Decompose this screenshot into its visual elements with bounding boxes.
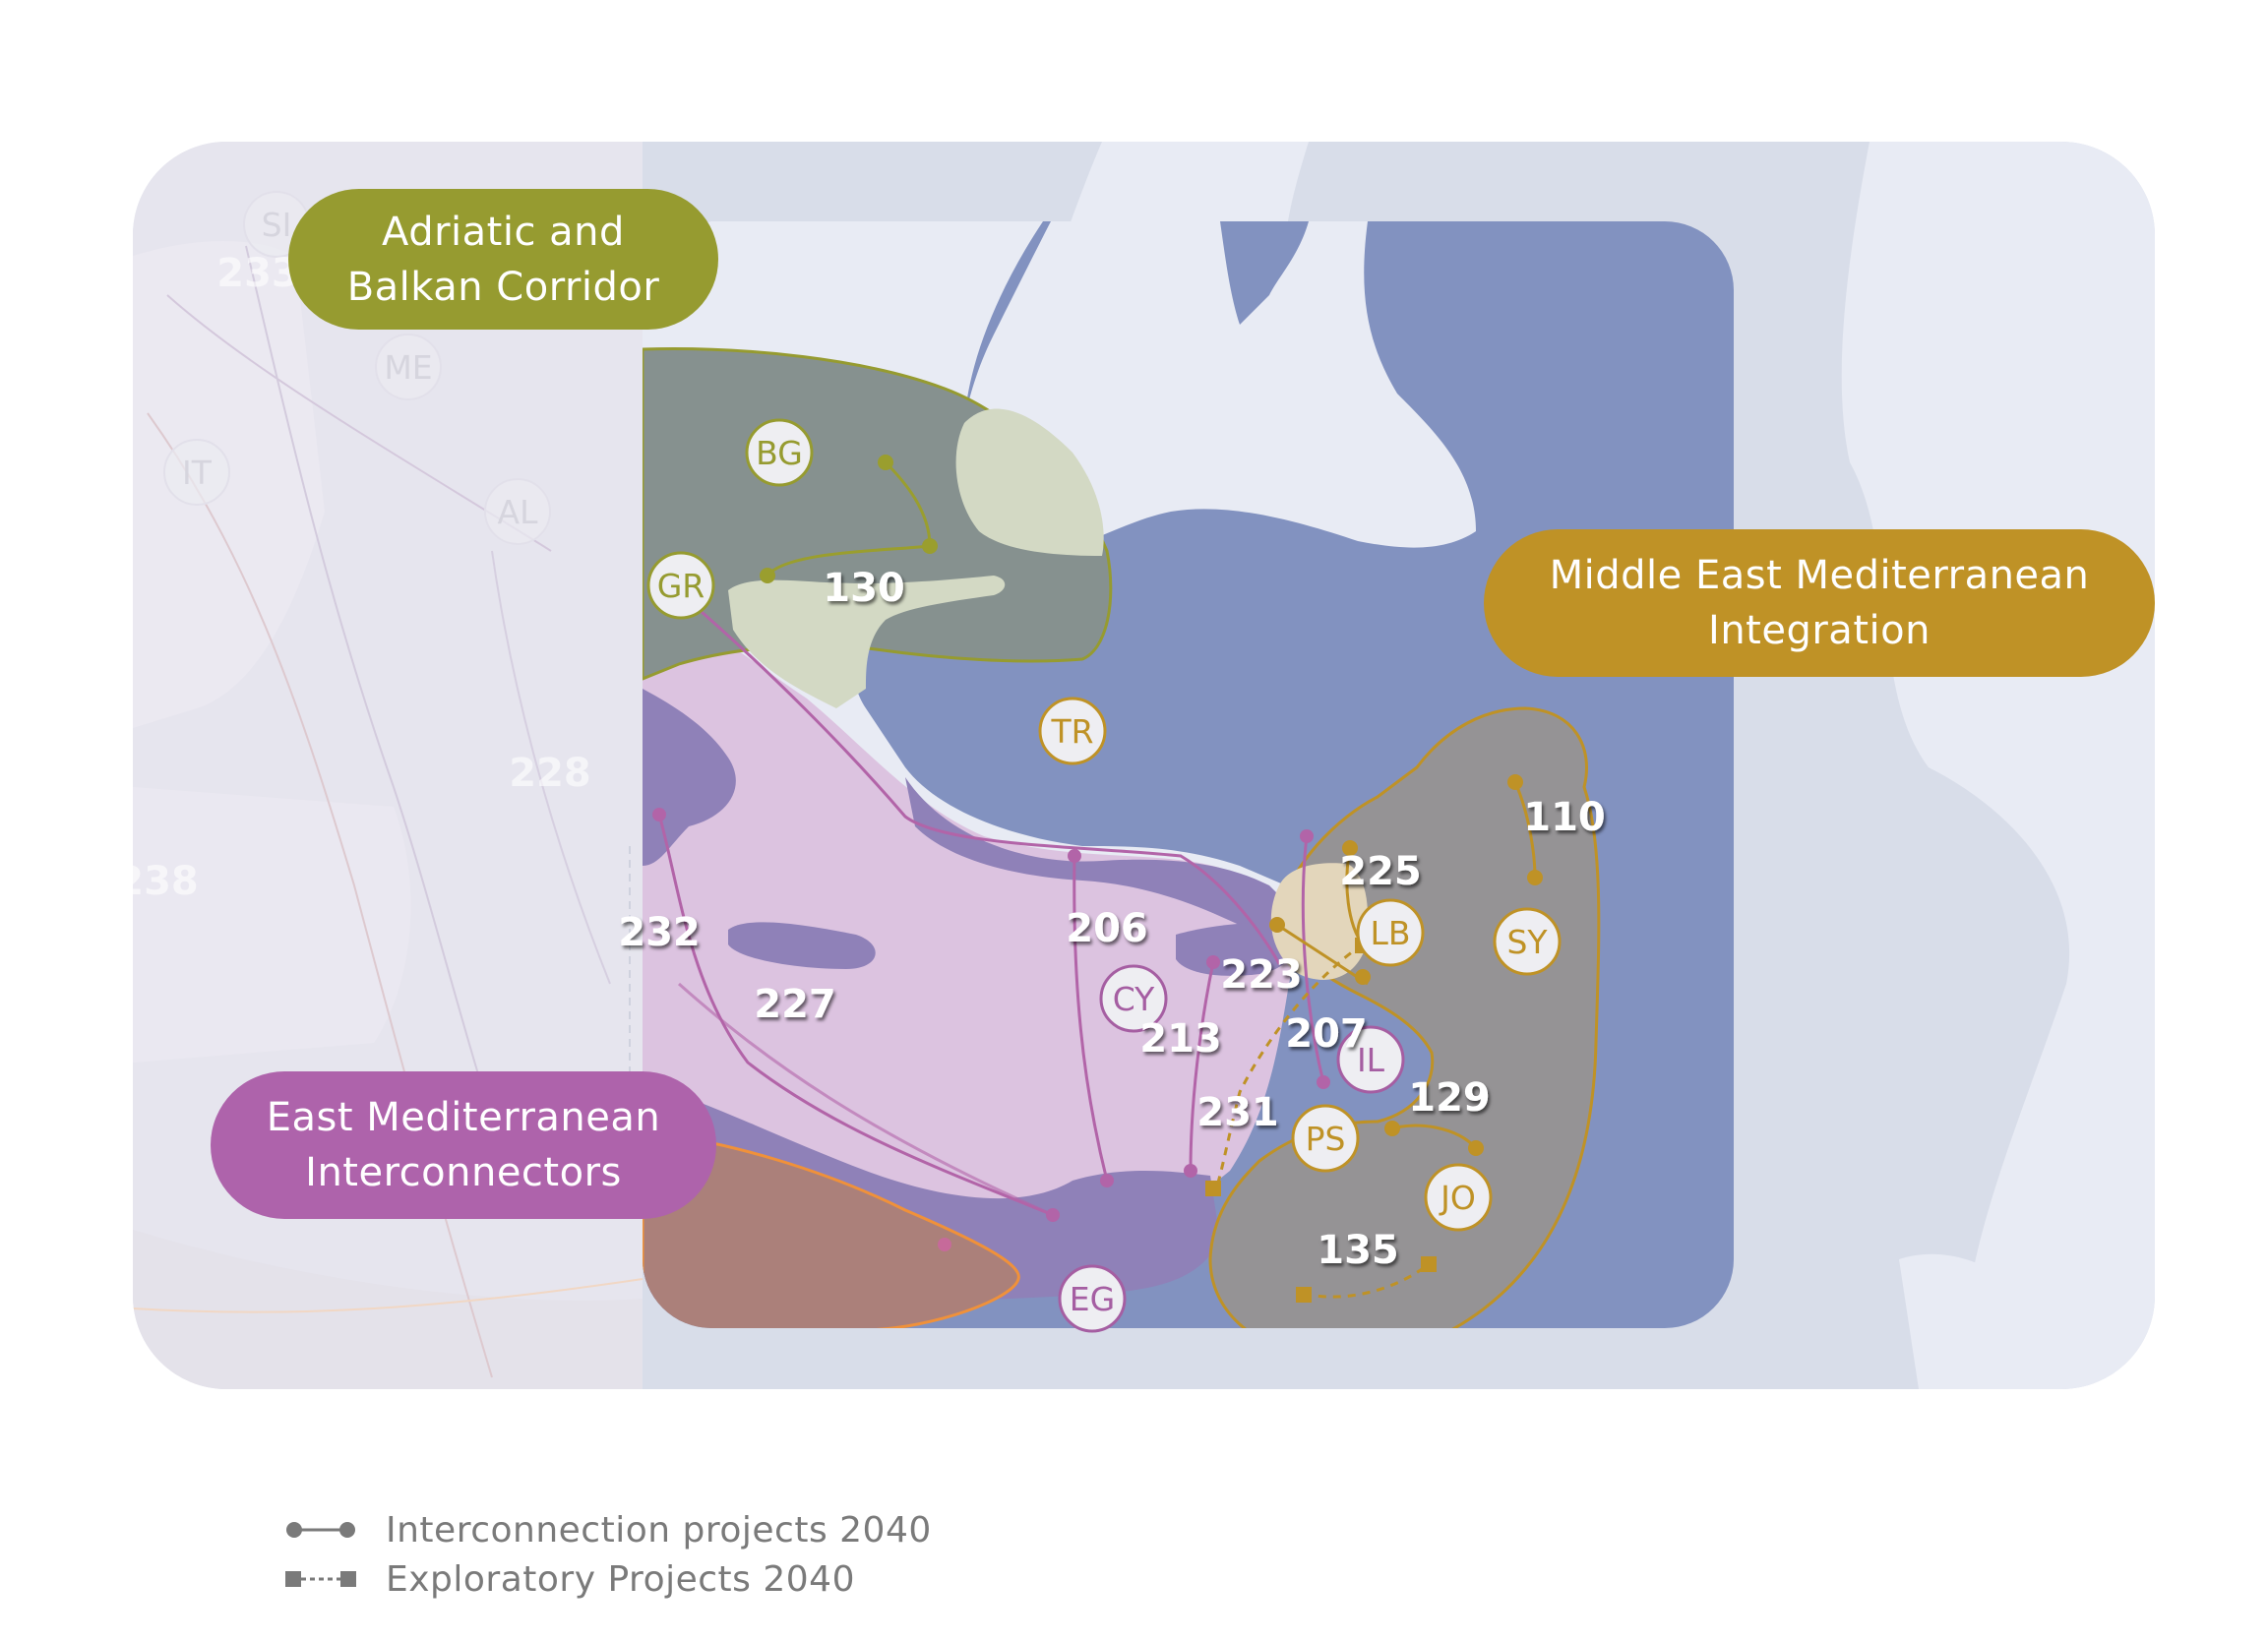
legend-label: Interconnection projects 2040 <box>386 1509 932 1551</box>
east-med-region <box>643 600 1293 1234</box>
country-node-ps: PS <box>1291 1104 1360 1173</box>
country-node-al: AL <box>484 478 551 545</box>
legend-item-exploratory: Exploratory Projects 2040 <box>285 1554 932 1604</box>
landmass-turkey <box>959 221 1476 551</box>
legend-item-interconnection: Interconnection projects 2040 <box>285 1505 932 1554</box>
legend-label: Exploratory Projects 2040 <box>386 1558 855 1600</box>
svg-text:SY: SY <box>1506 923 1548 961</box>
svg-text:SI: SI <box>262 206 292 244</box>
svg-text:AL: AL <box>498 493 539 531</box>
project-label-129: 129 <box>1408 1075 1491 1121</box>
svg-text:BG: BG <box>756 434 803 472</box>
country-node-me: ME <box>375 334 442 400</box>
region-line-1: Middle East Mediterranean <box>1549 553 2090 598</box>
project-label-130: 130 <box>823 566 905 611</box>
project-label-232: 232 <box>618 910 701 955</box>
country-node-sy: SY <box>1493 907 1562 976</box>
dashed-line-icon <box>285 1571 356 1587</box>
country-node-gr: GR <box>646 551 715 620</box>
svg-text:PS: PS <box>1306 1120 1346 1158</box>
project-label-228: 228 <box>509 751 591 796</box>
svg-text:IL: IL <box>1357 1041 1385 1079</box>
country-node-eg: EG <box>1058 1264 1127 1333</box>
svg-text:LB: LB <box>1370 914 1410 952</box>
svg-text:CY: CY <box>1113 980 1155 1018</box>
region-line-1: East Mediterranean <box>266 1095 661 1140</box>
orange-zone <box>643 1129 1020 1328</box>
project-label-223: 223 <box>1220 952 1303 998</box>
country-node-il: IL <box>1336 1025 1405 1094</box>
region-line-2: Integration <box>1708 608 1931 653</box>
country-node-bg: BG <box>745 418 814 487</box>
solid-line-icon <box>286 1522 355 1538</box>
project-label-225: 225 <box>1339 849 1422 894</box>
legend: Interconnection projects 2040 Explorator… <box>285 1505 932 1604</box>
country-node-jo: JO <box>1424 1163 1493 1232</box>
project-label-110: 110 <box>1523 795 1606 840</box>
project-label-227: 227 <box>754 982 836 1027</box>
region-line-2: Interconnectors <box>305 1150 622 1195</box>
project-label-213: 213 <box>1139 1016 1222 1062</box>
project-label-231: 231 <box>1196 1090 1279 1135</box>
country-node-lb: LB <box>1356 898 1425 967</box>
project-label-206: 206 <box>1066 906 1148 951</box>
country-node-cy: CY <box>1099 964 1168 1033</box>
project-endpoints <box>652 455 1543 1303</box>
project-label-238: 238 <box>116 859 199 904</box>
project-label-233: 233 <box>216 251 299 296</box>
country-node-it: IT <box>163 439 230 506</box>
svg-text:EG: EG <box>1070 1280 1115 1318</box>
country-node-tr: TR <box>1038 697 1107 765</box>
svg-text:TR: TR <box>1050 712 1093 751</box>
svg-text:IT: IT <box>182 454 213 492</box>
region-line-1: Adriatic and <box>382 209 625 255</box>
svg-text:GR: GR <box>657 567 705 605</box>
svg-text:ME: ME <box>384 348 432 387</box>
svg-text:JO: JO <box>1439 1179 1476 1217</box>
region-line-2: Balkan Corridor <box>346 264 660 310</box>
project-lines <box>657 460 1537 1299</box>
project-label-207: 207 <box>1285 1011 1368 1057</box>
project-label-135: 135 <box>1317 1228 1399 1273</box>
